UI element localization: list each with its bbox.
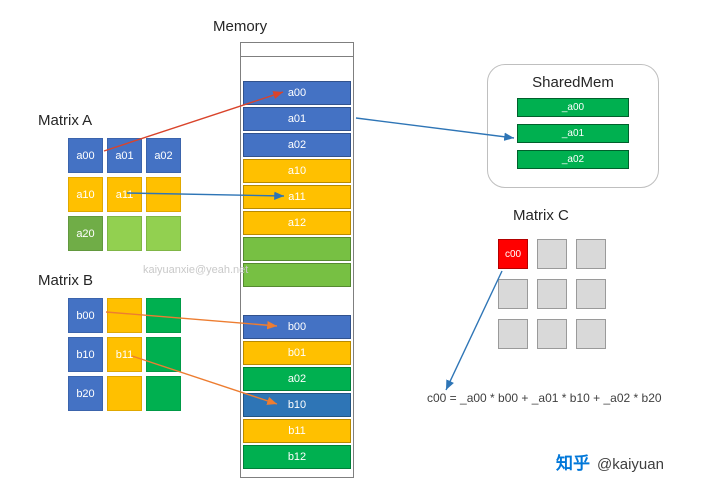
memory-cell-a00: a00 xyxy=(243,81,351,105)
memory-cell-b12: b12 xyxy=(243,445,351,469)
matrix-a-cell-a20: a20 xyxy=(68,216,103,251)
matrix-c-cell-blank xyxy=(576,239,606,269)
memory-cell-a02-green: a02 xyxy=(243,367,351,391)
memory-cell-blank-green xyxy=(243,263,351,287)
arrow-c00-to-formula xyxy=(445,270,503,391)
author-handle: @kaiyuan xyxy=(597,456,664,473)
matrix-c-cell-blank xyxy=(576,279,606,309)
matrix-a-cell-blank xyxy=(146,177,181,212)
matrix-b-cell-blank xyxy=(107,376,142,411)
matrix-c-cell-blank xyxy=(537,319,567,349)
memory-cell-a11: a11 xyxy=(243,185,351,209)
matrix-c-label: Matrix C xyxy=(513,207,569,224)
memory-cell-a12: a12 xyxy=(243,211,351,235)
matrix-a-cell-a11: a11 xyxy=(107,177,142,212)
matrix-c-cell-blank xyxy=(537,279,567,309)
matrix-a-label: Matrix A xyxy=(38,112,93,129)
matrix-a-cell-a00: a00 xyxy=(68,138,103,173)
matrix-b-cell-blank xyxy=(107,298,142,333)
zhihu-credit: 知乎 @kaiyuan xyxy=(556,449,664,474)
matrix-a-grid: a00 a01 a02 a10 a11 a20 xyxy=(68,138,181,251)
matrix-b-label: Matrix B xyxy=(38,272,94,289)
matrix-b-cell-blank xyxy=(146,376,181,411)
memory-empty-row xyxy=(241,470,353,477)
memory-cell-b11: b11 xyxy=(243,419,351,443)
memory-column: a00 a01 a02 a10 a11 a12 b00 b01 a02 b10 … xyxy=(240,42,354,478)
shared-mem-item-a02: _a02 xyxy=(517,150,629,169)
shared-mem-title: SharedMem xyxy=(532,74,614,91)
matrix-c-cell-blank xyxy=(498,319,528,349)
matrix-a-cell-blank xyxy=(107,216,142,251)
watermark-text: kaiyuanxie@yeah.net xyxy=(143,264,249,276)
matrix-b-cell-b10: b10 xyxy=(68,337,103,372)
shared-mem-item-a00: _a00 xyxy=(517,98,629,117)
matrix-c-cell-c00: c00 xyxy=(498,239,528,269)
matrix-a-cell-a10: a10 xyxy=(68,177,103,212)
matrix-b-cell-b20: b20 xyxy=(68,376,103,411)
matrix-a-cell-a02: a02 xyxy=(146,138,181,173)
matrix-c-cell-blank xyxy=(498,279,528,309)
zhihu-logo: 知乎 xyxy=(556,454,590,473)
memory-empty-row xyxy=(241,57,353,80)
memory-gap-row xyxy=(241,288,353,314)
shared-mem-box: SharedMem _a00 _a01 _a02 xyxy=(487,64,659,188)
shared-mem-item-a01: _a01 xyxy=(517,124,629,143)
matrix-a-cell-blank xyxy=(146,216,181,251)
memory-cell-a01: a01 xyxy=(243,107,351,131)
memory-cell-b01: b01 xyxy=(243,341,351,365)
matrix-c-grid: c00 xyxy=(498,239,606,349)
memory-cell-b00: b00 xyxy=(243,315,351,339)
memory-title: Memory xyxy=(213,18,268,35)
matrix-b-cell-blank xyxy=(146,298,181,333)
matrix-b-cell-blank xyxy=(146,337,181,372)
matrix-a-cell-a01: a01 xyxy=(107,138,142,173)
memory-cell-a02: a02 xyxy=(243,133,351,157)
c00-formula: c00 = _a00 * b00 + _a01 * b10 + _a02 * b… xyxy=(427,391,662,405)
matrix-c-cell-blank xyxy=(537,239,567,269)
memory-cell-blank-green xyxy=(243,237,351,261)
memory-cell-b10: b10 xyxy=(243,393,351,417)
memory-cell-a10: a10 xyxy=(243,159,351,183)
memory-empty-row xyxy=(241,43,353,57)
matrix-b-grid: b00 b10 b11 b20 xyxy=(68,298,181,411)
matrix-c-cell-blank xyxy=(576,319,606,349)
matrix-b-cell-b11: b11 xyxy=(107,337,142,372)
matrix-b-cell-b00: b00 xyxy=(68,298,103,333)
